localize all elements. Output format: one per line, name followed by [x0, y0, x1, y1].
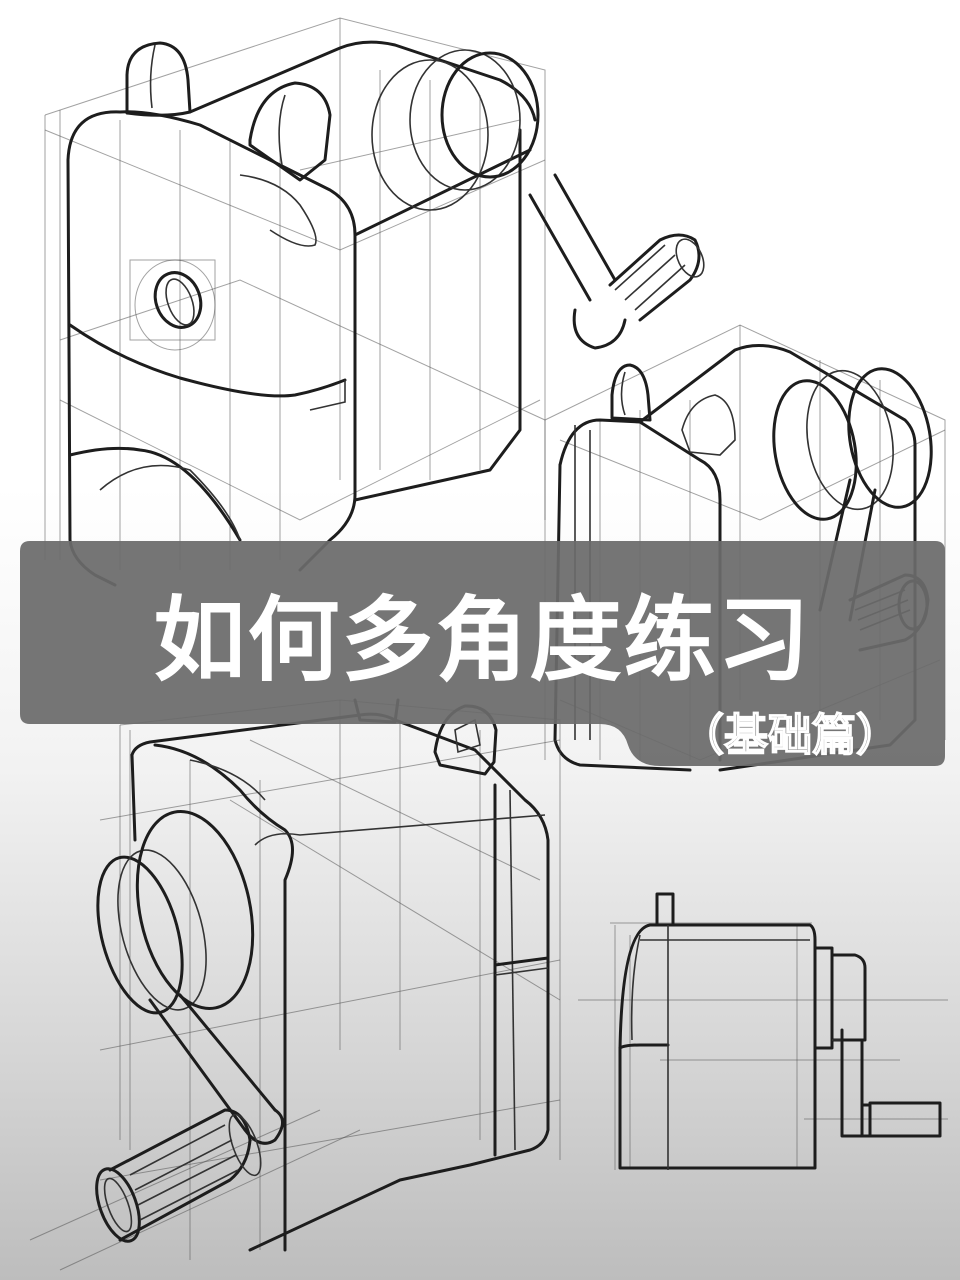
page-subtitle: （基础篇） [679, 709, 900, 761]
sketch-bottom-left-sharpener [29, 698, 561, 1271]
sketch-side-view-sharpener [578, 892, 948, 1170]
page-title: 如何多角度练习 [153, 587, 812, 694]
sketch-top-left-sharpener [44, 17, 705, 587]
